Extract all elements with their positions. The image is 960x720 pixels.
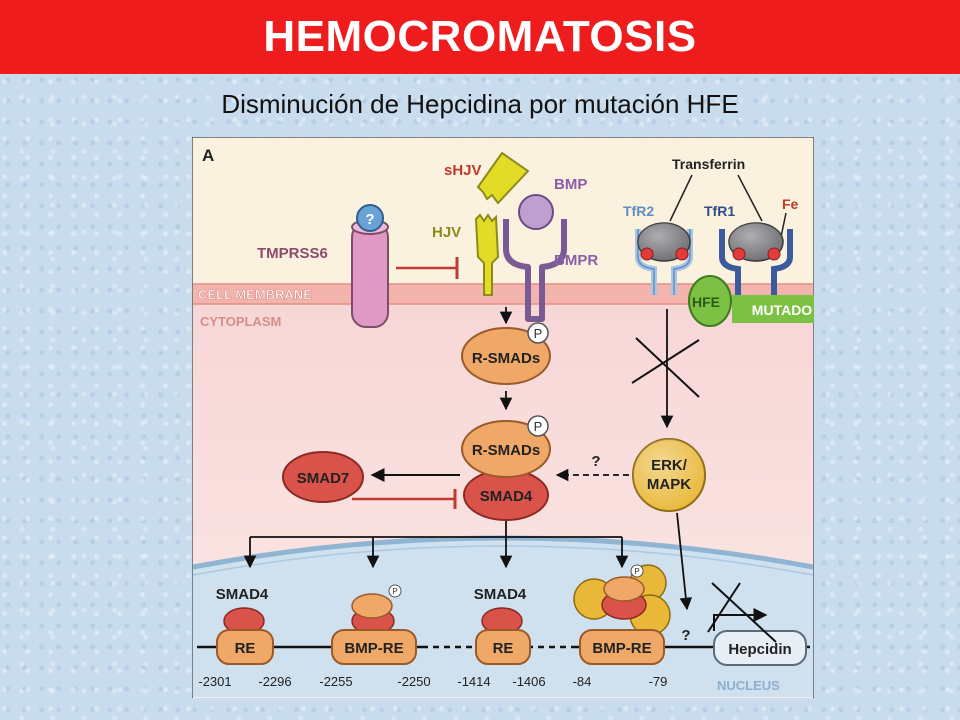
position-2255: -2255 [319,674,352,689]
mini-phospho-1-icon: P [392,587,397,596]
position-84: -84 [573,674,592,689]
rsmads-top-label: R-SMADs [472,350,540,367]
bmp-ligand [518,194,554,230]
erk-question-mark: ? [591,453,600,470]
smad7 [282,451,364,503]
transferrin-label: Transferrin [672,156,745,172]
bmpr-receptor [503,219,567,322]
page-title: HEMOCROMATOSIS [0,0,960,74]
hfe-label: HFE [692,294,720,310]
position-2301: -2301 [198,674,231,689]
tfr2-receptor [635,222,693,295]
shjv-label: sHJV [444,162,482,179]
mini-phospho-2-icon: P [634,567,639,576]
rsmads-complex [461,420,551,478]
re-element-2 [475,629,531,665]
shjv-protein [476,151,530,205]
position-2250: -2250 [397,674,430,689]
bmp-re-element-1 [331,629,417,665]
cell-membrane-label: CELL MEMBRANE [198,287,312,302]
erk-label: ERK/ [651,457,688,474]
nucleus-label: NUCLEUS [717,678,780,693]
panel-label: A [202,146,214,165]
tfr1-label: TfR1 [704,203,735,219]
bmp-re-2-complex [573,564,671,636]
hjv-protein [474,213,500,296]
unknown-mark-icon: ? [365,211,374,228]
page-subtitle: Disminución de Hepcidina por mutación HF… [221,89,739,119]
position-2296: -2296 [258,674,291,689]
hepcidin-pathway-diagram: A CELL MEMBRANE CYTOPLASM NUCLEUS TMPRSS… [192,137,814,698]
re-element-1 [216,629,274,665]
tmprss6-protein [351,204,389,328]
position-79: -79 [649,674,668,689]
bmp-re-element-2-label: BMP-RE [592,640,651,657]
position-1406: -1406 [512,674,545,689]
rsmads-top [461,327,551,385]
fe-label: Fe [782,196,799,212]
transcription-start-arrow [713,608,768,631]
bmp-label: BMP [554,176,587,193]
bmp-re-element-2 [579,629,665,665]
tfr2-label: TfR2 [623,203,654,219]
smad4-complex-label: SMAD4 [480,488,533,505]
cytoplasm-label: CYTOPLASM [200,314,281,329]
tmprss6-label: TMPRSS6 [257,245,328,262]
re-element-1-label: RE [235,640,256,657]
hepcidin-question-mark: ? [681,627,690,644]
mapk-label: MAPK [647,476,691,493]
hepcidin-gene-label: Hepcidin [728,641,791,658]
blocked-signal-x [635,337,700,398]
phospho-complex-icon: P [534,419,543,434]
bmp-re-element-1-label: BMP-RE [344,640,403,657]
tfr1-receptor [719,222,793,295]
cell-membrane-band [193,284,813,304]
phospho-top-icon: P [534,326,543,341]
blocked-transcription-x [711,582,777,643]
position-1414: -1414 [457,674,490,689]
mutado-label: MUTADO [752,302,813,318]
hepcidin-gene [713,630,807,666]
smad7-label: SMAD7 [297,470,350,487]
hfe-protein [688,275,732,327]
re-element-2-label: RE [493,640,514,657]
bmpr-label: BMPR [554,252,598,269]
rsmads-complex-label: R-SMADs [472,442,540,459]
mutado-badge [732,295,814,323]
hjv-label: HJV [432,224,461,241]
smad4-mid-label: SMAD4 [474,586,527,603]
smad4-left-label: SMAD4 [216,586,269,603]
